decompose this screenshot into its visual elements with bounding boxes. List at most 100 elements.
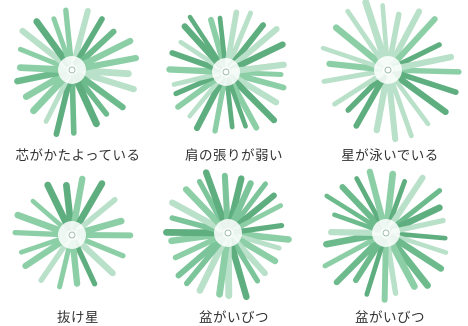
petal <box>71 7 91 66</box>
petal <box>169 199 225 233</box>
petal <box>33 18 71 67</box>
petal <box>384 238 399 296</box>
petal <box>233 232 282 251</box>
petal <box>230 61 287 75</box>
petal <box>19 27 69 69</box>
petal <box>354 176 385 229</box>
petal <box>173 72 222 97</box>
petal <box>389 188 443 231</box>
petal <box>76 217 125 237</box>
petal <box>76 67 132 78</box>
petal <box>212 77 228 134</box>
petal <box>226 76 260 131</box>
petal <box>386 179 408 228</box>
petal <box>332 212 381 233</box>
petal <box>73 16 105 66</box>
petal <box>196 236 228 294</box>
petal <box>208 16 227 68</box>
flower-caption: 肩の張りが弱い <box>185 148 283 164</box>
petal <box>175 235 225 279</box>
petal <box>74 28 117 68</box>
flower-center-dot <box>382 229 390 237</box>
petal <box>43 74 71 124</box>
flower-example-missing-star: 抜け星 <box>0 163 156 326</box>
flower-caption: 盆がいびつ <box>355 310 425 326</box>
petal <box>181 23 224 70</box>
petal <box>17 46 68 70</box>
petal <box>166 66 222 75</box>
flower-caption: 芯がかたよっている <box>15 148 141 164</box>
flower-example-off-center: 芯がかたよっている <box>0 0 156 164</box>
petal <box>386 11 402 65</box>
petal <box>230 235 268 277</box>
petal <box>14 68 68 85</box>
petal <box>345 8 386 66</box>
petal <box>187 75 224 119</box>
petal <box>389 204 443 233</box>
flower-example-distorted-tray-2: 盆がいびつ <box>312 163 468 326</box>
petal <box>381 238 389 303</box>
petal <box>44 181 72 232</box>
flower-center-dot <box>384 66 392 74</box>
petal <box>228 180 254 229</box>
petal <box>163 228 224 237</box>
petal <box>22 236 69 270</box>
petal <box>53 74 73 137</box>
petal <box>175 73 223 110</box>
petal <box>72 180 106 232</box>
petal <box>169 50 222 73</box>
petal <box>69 75 77 136</box>
flower-center-dot <box>224 229 232 237</box>
petal <box>323 231 382 248</box>
petal <box>320 45 383 70</box>
petal <box>390 74 431 127</box>
flower-example-wandering-star: 星が泳いでいる <box>312 0 468 164</box>
petal <box>30 72 70 115</box>
firework-flower-icon <box>163 169 292 300</box>
petal <box>178 39 222 70</box>
petal <box>383 170 397 229</box>
petal <box>193 76 226 132</box>
firework-flower-icon <box>14 7 140 137</box>
petal <box>366 168 388 229</box>
petal <box>187 14 224 68</box>
petal <box>324 193 382 232</box>
petal <box>16 64 68 73</box>
petal <box>69 239 81 287</box>
petal <box>224 9 240 67</box>
petal <box>232 203 284 232</box>
petal <box>72 239 98 287</box>
firework-flower-icon <box>12 175 134 290</box>
petal <box>332 71 384 107</box>
petal <box>76 69 137 93</box>
petal <box>228 22 267 69</box>
petal <box>216 237 231 298</box>
flower-caption: 抜け星 <box>57 310 99 326</box>
petal <box>183 236 226 287</box>
petal <box>30 198 69 233</box>
petal <box>76 54 140 72</box>
petal <box>392 42 442 70</box>
petal <box>364 238 386 297</box>
petal <box>332 24 386 69</box>
flower-example-weak-shoulders: 肩の張りが弱い <box>156 0 312 164</box>
petal <box>63 181 75 231</box>
petal <box>388 8 423 66</box>
flower-example-distorted-tray-1: 盆がいびつ <box>156 163 312 326</box>
petal <box>352 236 385 284</box>
petal <box>226 77 248 129</box>
petal <box>14 211 68 236</box>
petal <box>229 237 261 284</box>
petal <box>217 15 228 67</box>
petal <box>339 184 384 231</box>
petal <box>75 71 126 111</box>
petal <box>233 222 285 235</box>
petal <box>230 181 268 230</box>
petal <box>385 74 399 143</box>
petal <box>232 230 292 243</box>
petal <box>224 77 235 130</box>
petal <box>22 70 69 100</box>
flower-caption: 星が泳いでいる <box>341 148 439 164</box>
petal <box>76 37 134 70</box>
petal <box>228 74 278 124</box>
